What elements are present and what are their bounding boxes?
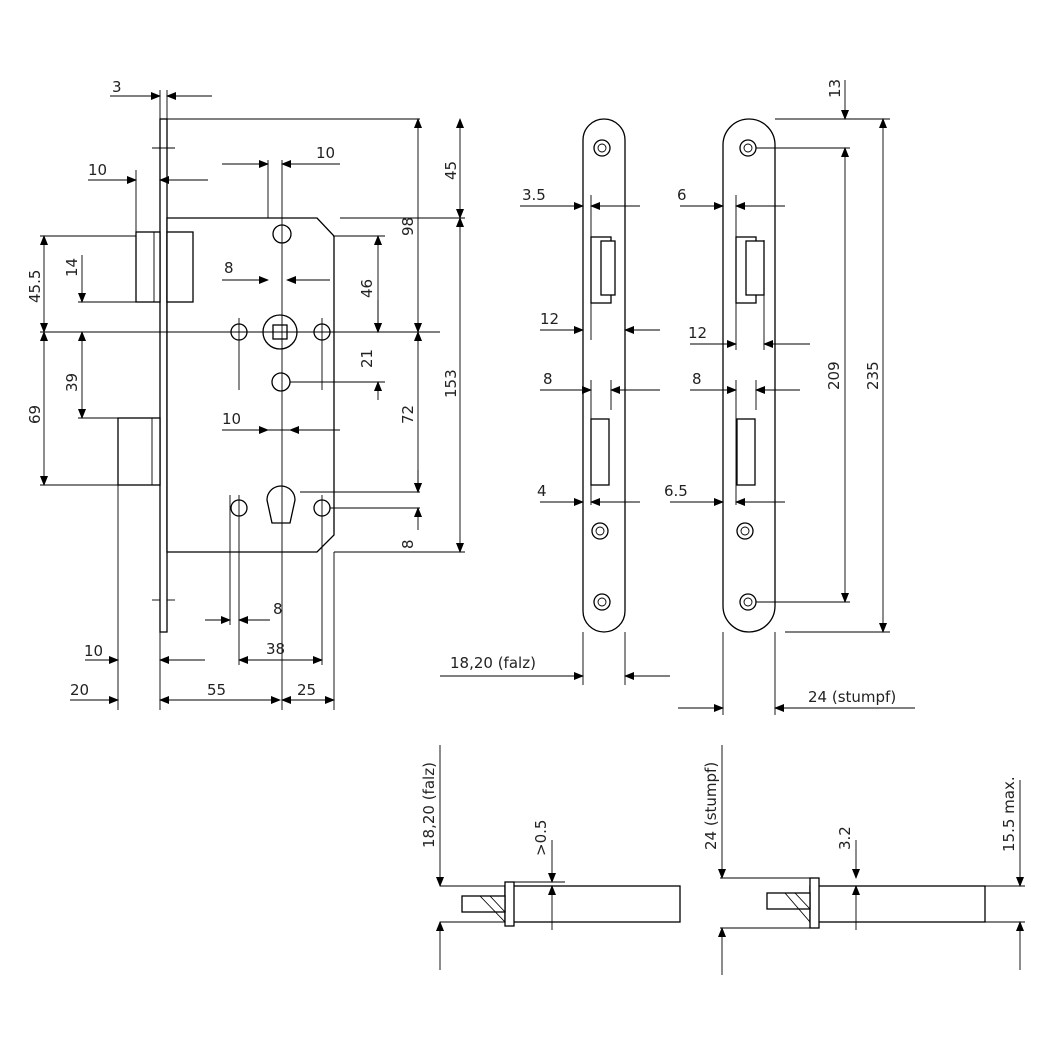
stumpf-dim-235: 235	[864, 361, 882, 390]
section-falz	[461, 881, 681, 927]
dim-20: 20	[70, 681, 89, 699]
dead-bolt	[117, 417, 161, 486]
latch-bolt	[135, 231, 161, 303]
section-stumpf-height: 24 (stumpf)	[702, 762, 720, 850]
falz-dimension-lines	[440, 195, 670, 685]
cylinder-hole	[266, 485, 296, 524]
dim-98: 98	[399, 217, 417, 236]
falz-screw-mid	[591, 522, 609, 540]
dim-45-5: 45.5	[26, 270, 44, 303]
stumpf-width-label: 24 (stumpf)	[808, 688, 896, 706]
section-stumpf-max: 15.5 max.	[1000, 776, 1018, 852]
stumpf-dim-6: 6	[677, 186, 687, 204]
dim-153: 153	[442, 369, 460, 398]
dim-10-mid: 10	[222, 410, 241, 428]
dim-3: 3	[112, 78, 122, 96]
stumpf-screw-bottom	[739, 593, 757, 611]
falz-labels: 3.5 12 8 4 18,20 (falz)	[450, 186, 559, 672]
dim-14: 14	[63, 258, 81, 277]
section-stumpf	[766, 877, 986, 929]
strike-plate-falz-outline	[582, 118, 626, 633]
section-stumpf-dimension-lines	[718, 745, 1025, 975]
dim-55: 55	[207, 681, 226, 699]
stumpf-dimension-lines	[670, 80, 915, 715]
dim-10-top: 10	[316, 144, 335, 162]
dim-72: 72	[399, 405, 417, 424]
screw-hole-middle	[271, 372, 291, 392]
dim-45: 45	[442, 161, 460, 180]
section-stumpf-plate	[809, 885, 986, 923]
falz-screw-top	[593, 139, 611, 157]
section-falz-dimension-lines	[436, 745, 565, 970]
dim-46: 46	[358, 279, 376, 298]
dim-38: 38	[266, 640, 285, 658]
falz-screw-bottom	[593, 593, 611, 611]
falz-width-label: 18,20 (falz)	[450, 654, 536, 672]
stumpf-screw-top	[739, 139, 757, 157]
lock-body-view	[117, 118, 335, 633]
section-stumpf-gap: 3.2	[836, 826, 854, 850]
falz-dim-12: 12	[540, 310, 559, 328]
stumpf-dim-8: 8	[692, 370, 702, 388]
strike-plate-stumpf-outline	[722, 118, 776, 633]
falz-dim-8: 8	[543, 370, 553, 388]
stumpf-labels: 13 6 12 8 6.5 209 235 24 (stumpf)	[664, 79, 896, 706]
falz-dim-3-5: 3.5	[522, 186, 546, 204]
stumpf-screw-mid	[736, 522, 754, 540]
dim-21: 21	[358, 349, 376, 368]
stumpf-dim-12: 12	[688, 324, 707, 342]
stumpf-dim-13: 13	[826, 79, 844, 98]
section-stumpf-labels: 24 (stumpf) 3.2 15.5 max.	[702, 762, 1018, 852]
section-falz-height: 18,20 (falz)	[420, 762, 438, 848]
latch-tail	[166, 231, 194, 303]
dim-69: 69	[26, 405, 44, 424]
falz-bolt-opening	[590, 418, 610, 486]
section-falz-labels: 18,20 (falz) >0.5	[420, 762, 550, 856]
lock-body-dimension-lines	[40, 92, 464, 710]
dim-39: 39	[63, 373, 81, 392]
stumpf-bolt-opening	[736, 418, 756, 486]
dim-25: 25	[297, 681, 316, 699]
stumpf-dim-209: 209	[825, 361, 843, 390]
dim-10-bottom: 10	[84, 642, 103, 660]
lock-case	[166, 217, 335, 553]
dim-8-right: 8	[399, 539, 417, 549]
falz-dim-4: 4	[537, 482, 547, 500]
section-falz-plate	[504, 885, 681, 923]
lock-body-labels: 3 10 10 8 45.5 14 39 69 98 45 46 21 72 1…	[26, 78, 460, 699]
dim-10-faceplate: 10	[88, 161, 107, 179]
strike-plate-stumpf	[722, 118, 776, 633]
section-falz-gap: >0.5	[532, 820, 550, 856]
stumpf-dim-6-5: 6.5	[664, 482, 688, 500]
strike-plate-falz	[582, 118, 626, 633]
dim-8-top: 8	[224, 259, 234, 277]
faceplate	[159, 118, 168, 633]
dim-8-bottom: 8	[273, 600, 283, 618]
